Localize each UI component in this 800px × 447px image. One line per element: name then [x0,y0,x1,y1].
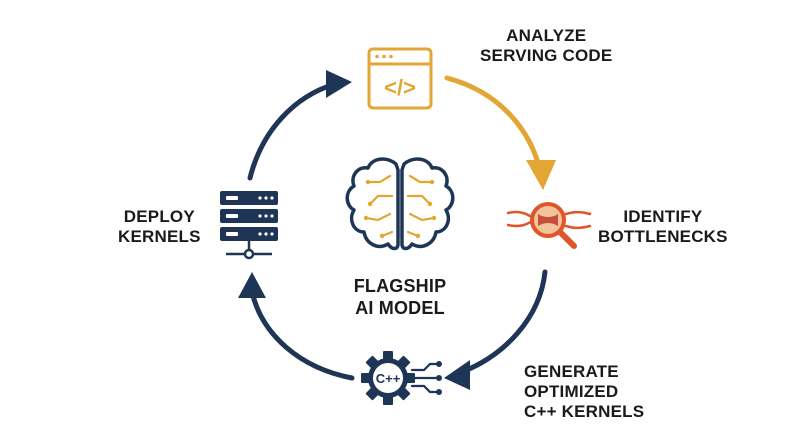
step-generate-line-1: GENERATE [524,362,619,381]
arrowhead-gold [526,160,556,190]
arrow-generate-to-deploy [249,289,355,381]
step-generate-line-2: OPTIMIZED [524,382,619,401]
step-generate-label: GENERATE OPTIMIZED C++ KERNELS [524,362,644,422]
step-deploy-label: DEPLOY KERNELS [118,207,201,247]
step-deploy-line-2: KERNELS [118,227,201,246]
arrow-identify-to-generate [459,269,548,375]
server-rack-icon [220,191,278,260]
arrowhead-navy-bottom [444,360,470,390]
cpp-gear-icon: C++ [361,351,442,405]
code-symbol-text: </> [384,75,416,100]
arrow-deploy-to-analyze [247,81,338,181]
center-model-line-2: AI MODEL [355,298,445,318]
step-deploy-line-1: DEPLOY [123,207,195,226]
step-identify-label: IDENTIFY BOTTLENECKS [598,207,728,247]
center-model-label: FLAGSHIP AI MODEL [340,275,460,319]
magnifier-bottleneck-icon [506,202,592,249]
arrowhead-navy-left [238,272,266,298]
arrow-analyze-to-identify [444,75,543,173]
step-identify-line-2: BOTTLENECKS [598,227,728,246]
step-identify-line-1: IDENTIFY [623,207,703,226]
brain-icon [345,157,455,251]
step-analyze-label: ANALYZE SERVING CODE [480,26,612,66]
step-generate-line-3: C++ KERNELS [524,402,645,421]
step-analyze-line-1: ANALYZE [506,26,587,45]
cpp-text: C++ [376,371,401,386]
arrowhead-navy-top [326,70,352,98]
step-analyze-line-2: SERVING CODE [480,46,613,65]
center-model-line-1: FLAGSHIP [353,276,447,296]
code-window-icon: </> [367,47,433,110]
